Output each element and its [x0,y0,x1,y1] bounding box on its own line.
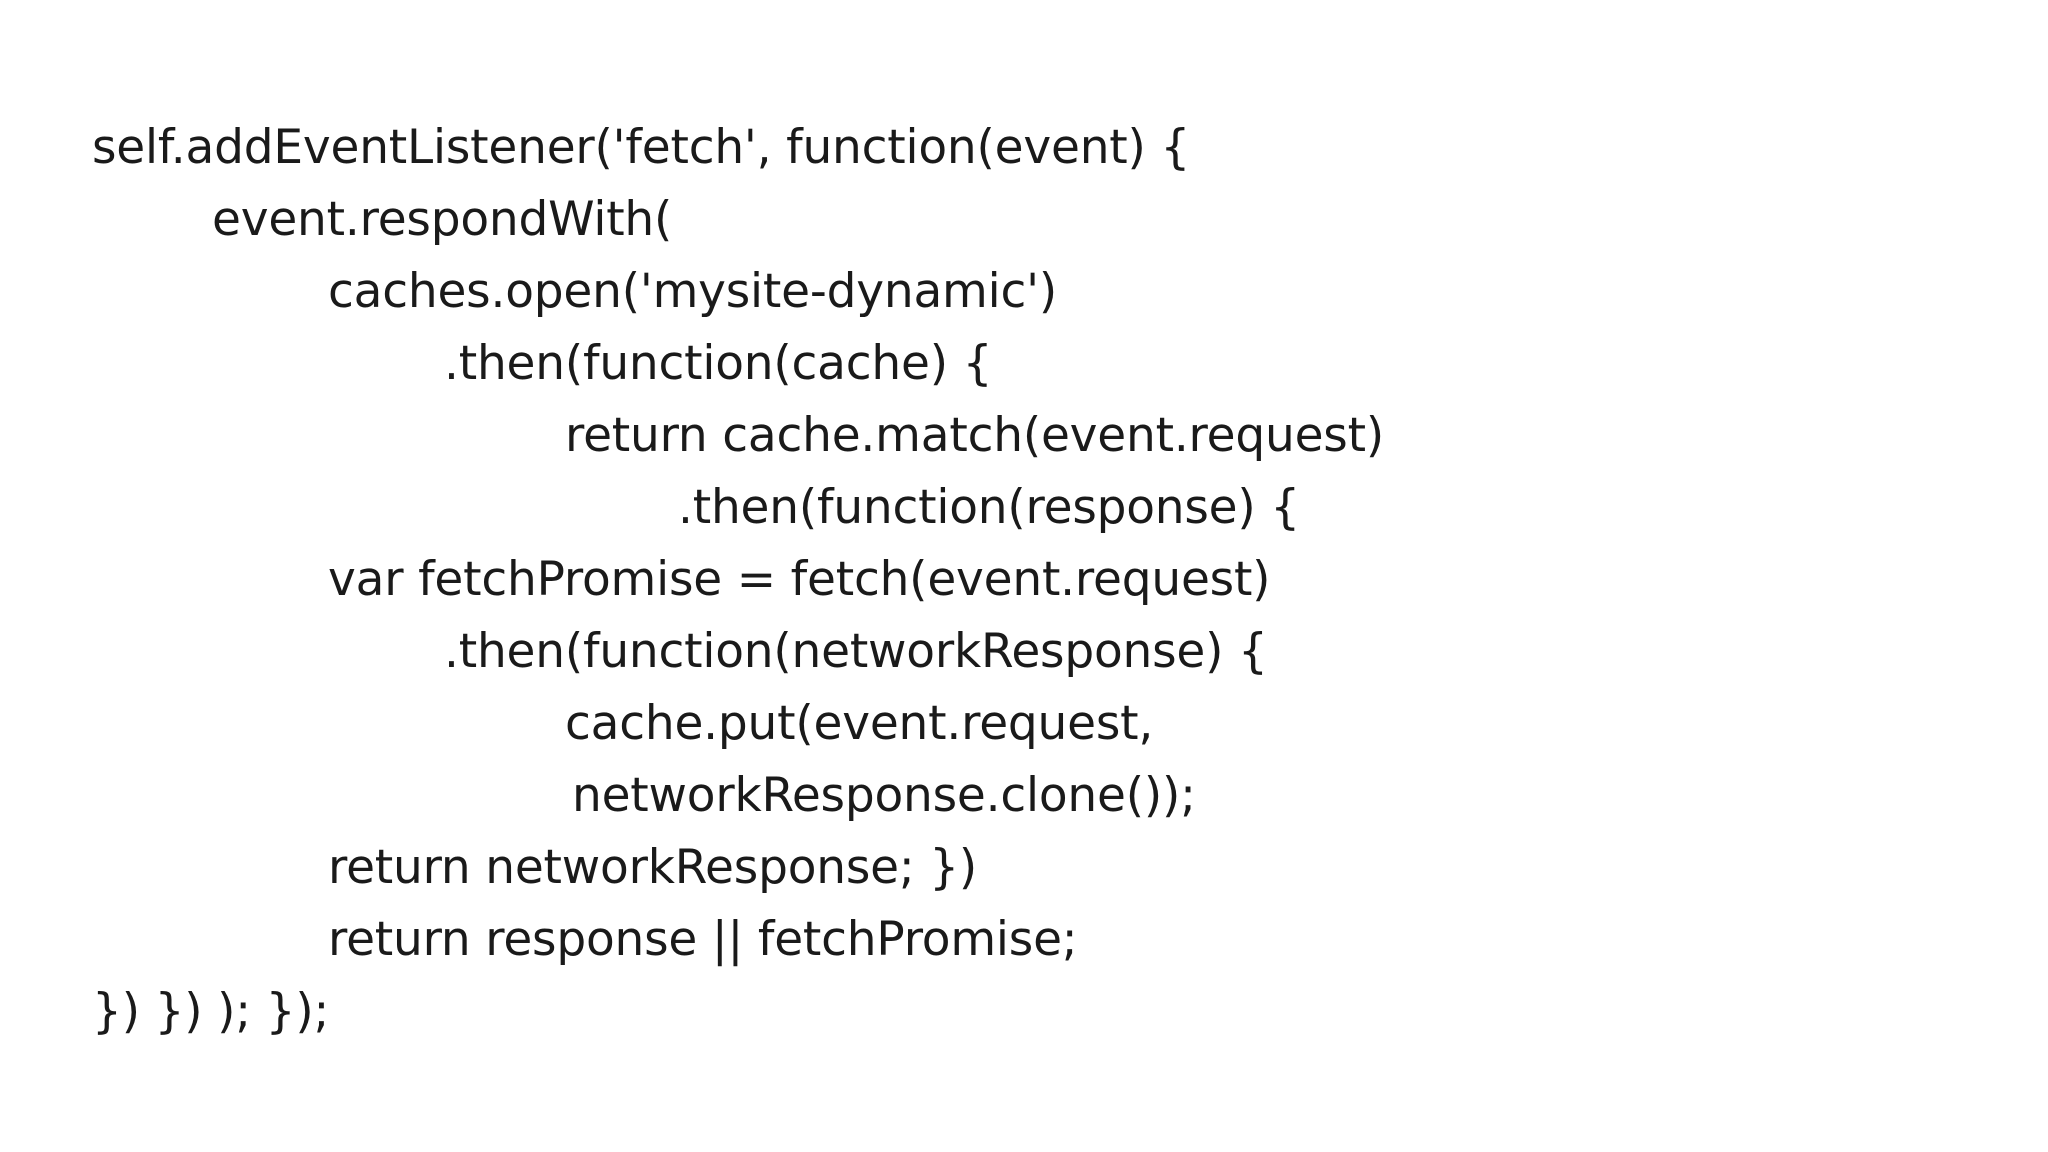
code-line: return cache.match(event.request) [565,408,1384,463]
code-line: networkResponse.clone()); [572,768,1196,823]
code-line: .then(function(networkResponse) { [444,624,1268,679]
code-line: return response || fetchPromise; [328,912,1078,967]
code-line: caches.open('mysite-dynamic') [328,264,1057,319]
code-line: }) }) ); }); [92,984,330,1039]
code-line: self.addEventListener('fetch', function(… [92,120,1191,175]
code-line: .then(function(response) { [678,480,1300,535]
code-line: cache.put(event.request, [565,696,1154,751]
code-line: var fetchPromise = fetch(event.request) [328,552,1271,607]
code-line: .then(function(cache) { [444,336,993,391]
code-line: event.respondWith( [212,192,673,247]
code-line: return networkResponse; }) [328,840,978,895]
